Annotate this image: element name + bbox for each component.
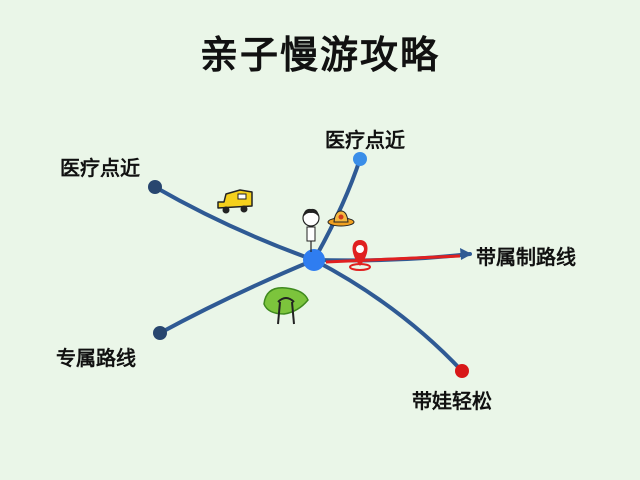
branch-label-bottom-right: 带娃轻松 — [412, 389, 492, 413]
branch-label-bottom-left: 专属路线 — [56, 346, 136, 370]
branch-line-top-left — [153, 185, 316, 262]
node-top-left — [148, 180, 162, 194]
page-title: 亲子慢游攻略 — [199, 33, 440, 77]
leaf-swirl-icon — [263, 287, 309, 325]
branch-line-bottom-left — [158, 258, 316, 335]
node-top-right — [353, 152, 367, 166]
hub-node — [303, 249, 325, 271]
branch-line-top-right — [312, 157, 362, 262]
child-icon — [302, 208, 320, 252]
branch-label-top-left: 医疗点近 — [60, 156, 140, 180]
branch-label-top-right: 医疗点近 — [325, 128, 405, 152]
arrow-head-icon — [460, 248, 472, 260]
red-arrow-line — [325, 254, 461, 264]
branch-label-right: 带属制路线 — [476, 245, 576, 269]
location-pin-icon — [349, 240, 371, 271]
node-bottom-right — [455, 364, 469, 378]
car-icon — [217, 189, 253, 214]
node-bottom-left — [153, 326, 167, 340]
branch-line-bottom-right — [312, 258, 464, 373]
hat-icon — [327, 210, 355, 227]
